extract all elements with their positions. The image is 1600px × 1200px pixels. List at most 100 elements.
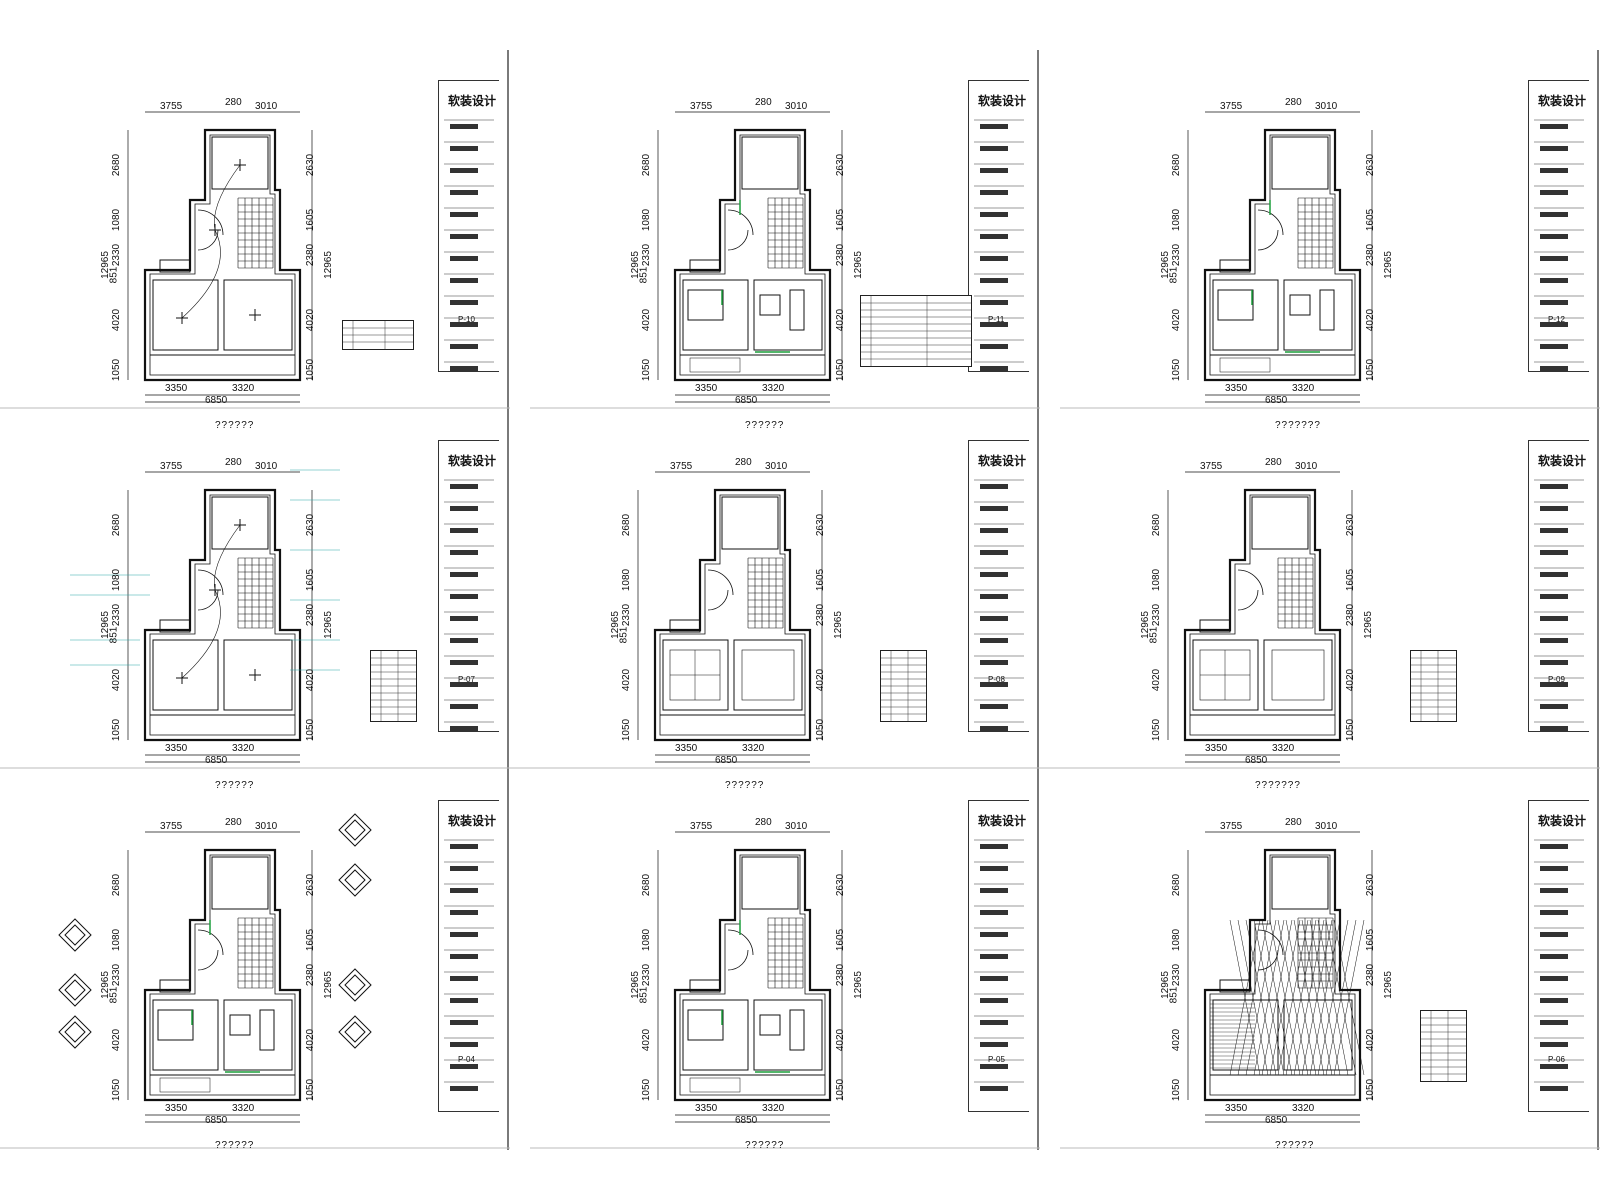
sheet-title: ???????: [1275, 420, 1321, 431]
dim-top-right: 3010: [785, 101, 808, 112]
legend-table: [860, 295, 972, 367]
dim-bottom-left: 3350: [1225, 383, 1248, 394]
bedroom-right: [223, 999, 293, 1071]
legend-table: [370, 650, 417, 722]
dim-bottom-total: 6850: [1265, 395, 1288, 406]
tile-grid: [767, 917, 804, 989]
dim-bottom-left: 3350: [675, 743, 698, 754]
dim-top-left: 3755: [160, 101, 183, 112]
dim-top-left: 3755: [160, 821, 183, 832]
bedroom-left: [682, 999, 749, 1071]
dimension-lines: [1187, 831, 1373, 1123]
dimension-lines: [1167, 471, 1353, 763]
tile-grid: [237, 917, 274, 989]
bedroom-right: [223, 639, 293, 711]
bedroom-left: [682, 279, 749, 351]
tile-grid: [747, 557, 784, 629]
sheet-code: P-11: [988, 315, 1005, 324]
section-markers: [58, 813, 372, 1049]
dimension-lines: [127, 471, 313, 763]
bedroom-left: [152, 639, 219, 711]
dim-top-left: 3755: [690, 101, 713, 112]
floor-plan: [637, 471, 823, 763]
title-block-logo: 软装设计: [448, 454, 497, 468]
dim-top-mid: 280: [1285, 817, 1302, 828]
sheet-code: P-10: [458, 315, 475, 324]
dim-bottom-right: 3320: [232, 1103, 255, 1114]
legend-table: [880, 650, 927, 722]
dimension-lines: [127, 831, 313, 1123]
title-block: [1528, 440, 1589, 732]
legend-table: [1420, 1010, 1467, 1082]
dim-bottom-left: 3350: [695, 383, 718, 394]
annotation-leaders: [70, 469, 340, 671]
title-block-logo: 软装设计: [978, 94, 1027, 108]
dim-bottom-right: 3320: [1292, 383, 1315, 394]
dim-top-right: 3010: [1315, 101, 1338, 112]
dim-bottom-total: 6850: [205, 755, 228, 766]
bedroom-left: [152, 279, 219, 351]
tile-grid: [237, 197, 274, 269]
bedroom-left: [1192, 639, 1259, 711]
title-block-logo: 软装设计: [1538, 454, 1587, 468]
sheet-code: P-12: [1548, 315, 1565, 324]
dim-bottom-right: 3320: [742, 743, 765, 754]
bedroom-right: [223, 279, 293, 351]
dim-top-right: 3010: [255, 101, 278, 112]
dim-bottom-total: 6850: [715, 755, 738, 766]
dimension-lines: [637, 471, 823, 763]
dim-top-mid: 280: [755, 817, 772, 828]
dimension-lines: [657, 831, 843, 1123]
dim-top-right: 3010: [255, 821, 278, 832]
dim-bottom-right: 3320: [762, 383, 785, 394]
floor-plan: [1187, 111, 1373, 403]
sheet-code: P-09: [1548, 675, 1565, 684]
sheet-code: P-05: [988, 1055, 1005, 1064]
dim-top-right: 3010: [1295, 461, 1318, 472]
title-block: [1528, 80, 1589, 372]
dim-bottom-left: 3350: [695, 1103, 718, 1114]
sheet-code: P-04: [458, 1055, 475, 1064]
dim-bottom-right: 3320: [232, 743, 255, 754]
title-block: [968, 440, 1029, 732]
dim-top-mid: 280: [1285, 97, 1302, 108]
bedroom-left: [1212, 279, 1279, 351]
sheet-title: ???????: [1255, 780, 1301, 791]
dim-top-right: 3010: [765, 461, 788, 472]
dim-top-mid: 280: [1265, 457, 1282, 468]
sheet-title: ??????: [745, 420, 785, 431]
floor-plan: [657, 831, 843, 1123]
dim-bottom-total: 6850: [735, 1115, 758, 1126]
tile-grid: [237, 557, 274, 629]
dim-bottom-left: 3350: [165, 383, 188, 394]
sheet-title: ??????: [215, 420, 255, 431]
dim-bottom-total: 6850: [1245, 755, 1268, 766]
sheet-code: P-07: [458, 675, 475, 684]
dim-bottom-left: 3350: [1205, 743, 1228, 754]
dim-bottom-left: 3350: [1225, 1103, 1248, 1114]
dim-bottom-total: 6850: [1265, 1115, 1288, 1126]
dim-top-left: 3755: [670, 461, 693, 472]
dim-bottom-right: 3320: [232, 383, 255, 394]
dim-top-left: 3755: [1200, 461, 1223, 472]
floor-plan: [127, 111, 313, 403]
title-block: [968, 80, 1029, 372]
bedroom-right: [1283, 999, 1353, 1071]
floor-plan: [127, 471, 313, 763]
dim-top-left: 3755: [1220, 821, 1243, 832]
bedroom-right: [1263, 639, 1333, 711]
title-block-logo: 软装设计: [448, 814, 497, 828]
tile-grid: [1297, 197, 1334, 269]
sheet-title: ??????: [745, 1140, 785, 1151]
dimension-lines: [127, 111, 313, 403]
